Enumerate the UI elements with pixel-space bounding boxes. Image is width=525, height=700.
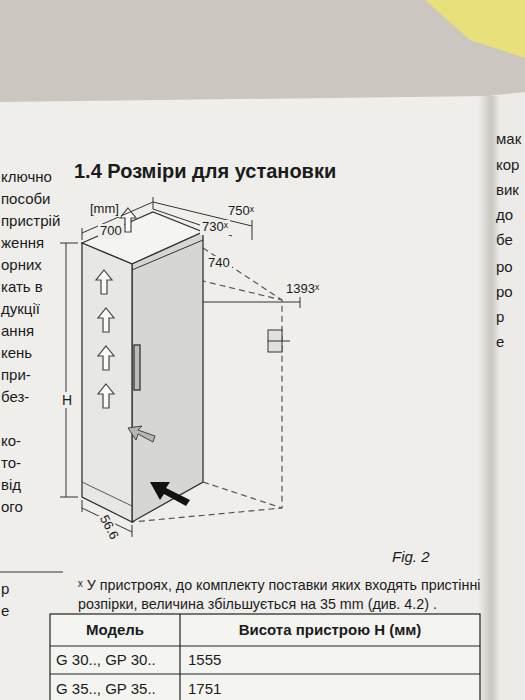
column-text-fragment: без- <box>1 388 29 405</box>
sticky-tab <box>425 0 525 58</box>
table-grid <box>50 614 480 700</box>
dimension-label: 750ˣ <box>226 204 256 219</box>
column-text-fragment: е <box>1 602 9 619</box>
column-text-fragment: ро <box>496 283 513 300</box>
column-text-fragment: е <box>496 333 504 350</box>
section-title: 1.4 Розміри для установки <box>74 160 336 183</box>
column-text-fragment: ко- <box>1 432 21 449</box>
column-text-fragment: орних <box>1 256 42 273</box>
column-text-fragment: до <box>496 206 513 223</box>
table-cell: 1751 <box>188 680 221 697</box>
rule <box>0 572 63 573</box>
column-text-fragment: пособи <box>1 190 50 207</box>
column-text-fragment: то- <box>1 454 21 471</box>
column-text-fragment: дукції <box>1 300 40 317</box>
unit-label: [mm] <box>88 202 121 217</box>
dimension-label: H <box>60 392 74 408</box>
column-text-fragment: кень <box>1 344 32 361</box>
figure-caption: Fig. 2 <box>392 548 430 565</box>
dimension-label: 740 <box>206 256 232 271</box>
column-text-fragment: ключно <box>1 168 52 185</box>
table-cell: G 35.., GP 35.. <box>56 680 156 697</box>
column-text-fragment: при- <box>1 366 31 383</box>
table-header: Висота пристрою H (мм) <box>239 621 422 638</box>
table-header: Модель <box>86 621 144 638</box>
dimension-label: 1393ˣ <box>284 282 321 297</box>
column-text-fragment: кать в <box>1 278 43 295</box>
footnote: ˣ У пристроях, до комплекту поставки яки… <box>78 576 488 613</box>
column-text-fragment: кор <box>496 156 519 173</box>
airflow-arrows <box>96 208 190 506</box>
column-text-fragment: р <box>1 580 9 597</box>
dimension-label: 730ˣ <box>200 220 230 235</box>
column-text-fragment: ро <box>496 258 513 275</box>
column-text-fragment: бе <box>496 231 513 248</box>
column-text-fragment: від <box>1 476 21 493</box>
table-cell: G 30.., GP 30.. <box>56 651 156 668</box>
column-text-fragment: ого <box>1 498 23 515</box>
left-page <box>0 96 488 700</box>
column-text-fragment: р <box>496 308 504 325</box>
dimension-label: 700 <box>98 224 124 239</box>
column-text-fragment: ання <box>1 322 34 339</box>
column-text-fragment: пристрій <box>1 212 60 229</box>
table-cell: 1555 <box>188 651 221 668</box>
appliance <box>82 212 203 522</box>
dimension-lines <box>60 197 252 537</box>
column-text-fragment: мак <box>496 130 521 147</box>
column-text-fragment: ження <box>1 234 44 251</box>
column-text-fragment: вик <box>496 181 519 198</box>
